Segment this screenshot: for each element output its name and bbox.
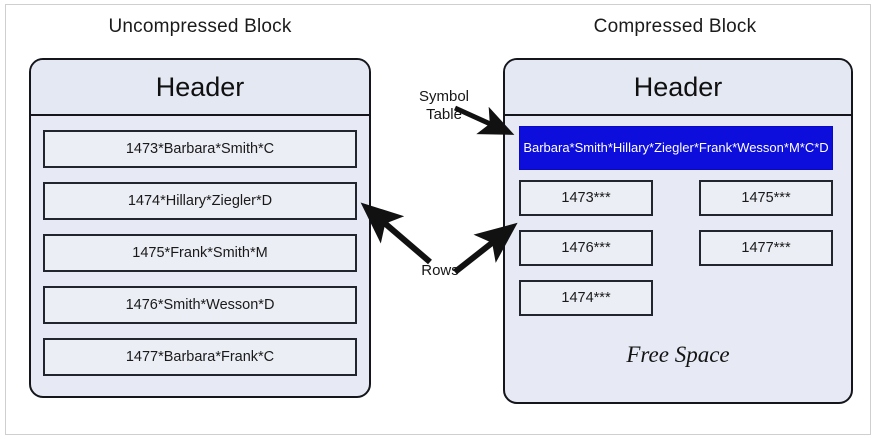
rows-annotation-label: Rows (421, 262, 459, 279)
compressed-block-header: Header (505, 60, 851, 116)
symbol-table-annotation-label: Symbol Table (418, 88, 470, 124)
table-row: 1475*Frank*Smith*M (43, 234, 357, 272)
rows-arrow-left (360, 202, 432, 265)
table-row: 1474*Hillary*Ziegler*D (43, 182, 357, 220)
table-row: 1473*** (519, 180, 653, 216)
compressed-block-body: Barbara*Smith*Hillary*Ziegler*Frank*Wess… (505, 116, 851, 402)
table-row: 1475*** (699, 180, 833, 216)
table-row: 1476*Smith*Wesson*D (43, 286, 357, 324)
symbol-table: Barbara*Smith*Hillary*Ziegler*Frank*Wess… (519, 126, 833, 170)
uncompressed-block-caption: Uncompressed Block (108, 16, 292, 37)
table-row: 1477*Barbara*Frank*C (43, 338, 357, 376)
table-row: 1474*** (519, 280, 653, 316)
uncompressed-block-header: Header (31, 60, 369, 116)
uncompressed-block: Header 1473*Barbara*Smith*C 1474*Hillary… (29, 58, 371, 398)
uncompressed-block-body: 1473*Barbara*Smith*C 1474*Hillary*Ziegle… (31, 116, 369, 396)
table-row: 1477*** (699, 230, 833, 266)
free-space-label: Free Space (626, 342, 730, 367)
compressed-block-caption: Compressed Block (593, 16, 757, 37)
table-row: 1473*Barbara*Smith*C (43, 130, 357, 168)
compressed-block: Header Barbara*Smith*Hillary*Ziegler*Fra… (503, 58, 853, 404)
table-row: 1476*** (519, 230, 653, 266)
